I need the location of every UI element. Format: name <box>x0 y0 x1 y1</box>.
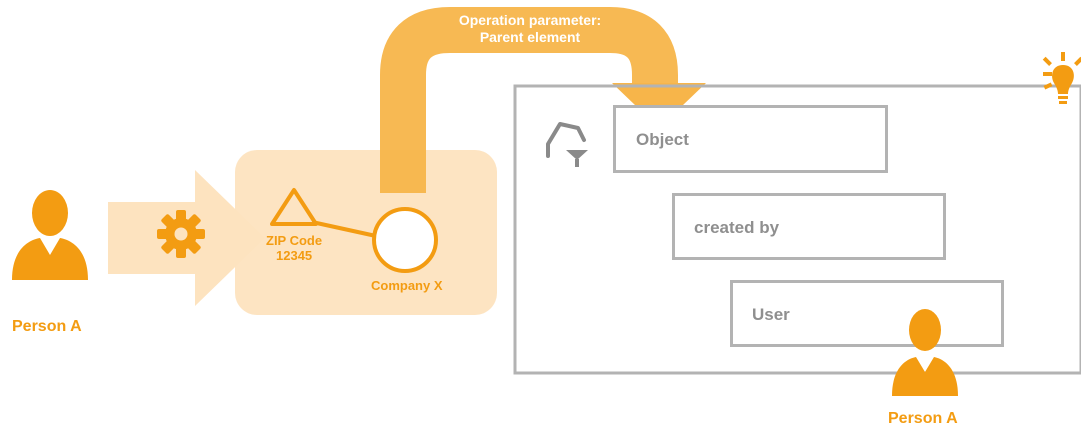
gear-icon <box>157 210 205 258</box>
circle-icon <box>372 207 438 273</box>
left-person-label: Person A <box>12 318 82 335</box>
person-icon <box>892 309 958 396</box>
created-by-box <box>672 193 946 260</box>
triangle-icon <box>270 188 318 226</box>
user-label: User <box>752 305 790 324</box>
connector-line <box>311 220 377 238</box>
operation-arrow <box>380 7 678 193</box>
right-person-label: Person A <box>888 410 958 427</box>
person-icon <box>12 190 88 280</box>
lightbulb-icon <box>1042 52 1081 104</box>
user-box <box>730 280 1004 347</box>
zip-label-line2: 12345 <box>276 248 313 263</box>
target-frame <box>513 84 1081 375</box>
operation-parameter-label: Operation parameter: Parent element <box>430 12 630 46</box>
zip-label-line1: ZIP Code <box>266 233 323 248</box>
company-label: Company X <box>371 278 443 293</box>
created-by-label: created by <box>694 218 780 237</box>
operation-label-line1: Operation parameter: <box>458 12 602 28</box>
operation-label-line2: Parent element <box>479 29 581 45</box>
object-label: Object <box>636 130 689 149</box>
object-box <box>613 105 888 173</box>
filter-icon <box>546 122 588 167</box>
